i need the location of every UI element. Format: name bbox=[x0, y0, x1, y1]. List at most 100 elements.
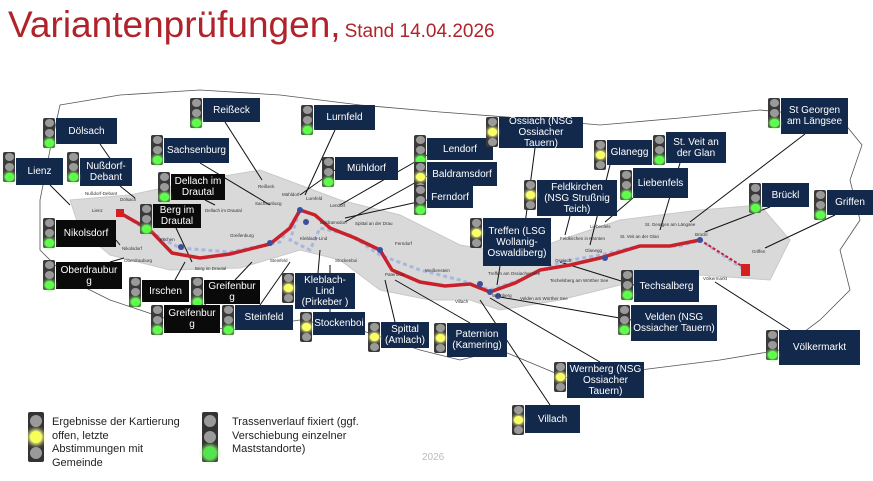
route-end-marker bbox=[741, 264, 750, 276]
route-node bbox=[377, 247, 383, 253]
map-place-label: Feldkirchen in Kärnten bbox=[560, 236, 606, 241]
station-label: Glanegg bbox=[607, 140, 652, 165]
station-label: Villach bbox=[525, 405, 580, 433]
route-node bbox=[495, 293, 501, 299]
green-traffic-light-icon bbox=[190, 98, 202, 128]
leader-line bbox=[604, 197, 634, 223]
map-place-label: Kleblach-Lind bbox=[300, 236, 328, 241]
route-end-segment bbox=[699, 239, 746, 269]
green-traffic-light-icon bbox=[43, 218, 55, 248]
map-place-label: Velden am Wörther See bbox=[520, 296, 568, 301]
green-traffic-light-icon bbox=[322, 157, 334, 187]
map-place-label: Mühldorf bbox=[282, 192, 300, 197]
map-place-label: Griffen bbox=[752, 249, 766, 254]
station-label: Irschen bbox=[142, 280, 189, 302]
map-place-label: Sachsenburg bbox=[255, 201, 282, 206]
station-label: Dölsach bbox=[56, 118, 117, 144]
route-node bbox=[178, 244, 184, 250]
yellow-traffic-light-icon bbox=[470, 218, 482, 248]
green-traffic-light-icon bbox=[653, 135, 665, 165]
station-label: Lienz bbox=[16, 158, 63, 185]
yellow-traffic-light-icon bbox=[282, 273, 294, 303]
station-label: Völkermarkt bbox=[779, 330, 860, 365]
map-place-label: Irschen bbox=[160, 237, 175, 242]
map-place-label: Baldramsdorf bbox=[320, 220, 348, 225]
station-label: Nikolsdorf bbox=[56, 220, 116, 247]
station-label: Liebenfels bbox=[633, 168, 688, 198]
map-place-label: Berg im Drautal bbox=[195, 266, 226, 271]
leader-line bbox=[115, 239, 121, 246]
station-label: Brückl bbox=[762, 183, 809, 207]
route-start-marker bbox=[116, 209, 124, 217]
map-place-label: Greifenburg bbox=[230, 233, 254, 238]
green-traffic-light-icon bbox=[151, 305, 163, 335]
map-place-label: Nußdorf-Debant bbox=[85, 191, 118, 196]
map-place-label: Villach bbox=[455, 299, 469, 304]
green-traffic-light-icon bbox=[621, 270, 633, 300]
leader-line bbox=[499, 296, 632, 321]
leader-line bbox=[339, 154, 428, 206]
map-place-label: Ossiach bbox=[555, 258, 572, 263]
leader-line bbox=[689, 133, 806, 223]
route-node bbox=[297, 207, 303, 213]
green-traffic-light-icon bbox=[3, 152, 15, 182]
map-place-label: Nikolsdorf bbox=[122, 246, 143, 251]
leader-line bbox=[344, 199, 428, 219]
route-node bbox=[697, 237, 703, 243]
legend-yellow-text: Ergebnisse der Kartierung offen, letzte … bbox=[52, 416, 180, 469]
legend-green-text: Trassenverlauf fixiert (ggf. Verschiebun… bbox=[232, 416, 359, 455]
station-label: Treffen (LSG Wollanig-Oswaldiberg) bbox=[483, 218, 551, 266]
station-label: Paternion (Kamering) bbox=[447, 323, 507, 357]
map-place-label: Stockenboi bbox=[335, 258, 357, 263]
leader-line bbox=[479, 299, 551, 406]
green-traffic-light-icon bbox=[766, 330, 778, 360]
map-place-label: Paternion bbox=[385, 272, 405, 277]
station-label: Greifenbur g bbox=[164, 305, 220, 333]
leader-line bbox=[174, 261, 186, 281]
leader-line bbox=[344, 175, 428, 223]
green-traffic-light-icon bbox=[222, 305, 234, 335]
leader-line bbox=[564, 215, 571, 236]
map-place-label: Ferndorf bbox=[395, 241, 413, 246]
stand-date: Stand 14.04.2026 bbox=[344, 21, 495, 42]
map-place-label: Oberdrauburg bbox=[124, 258, 153, 263]
green-traffic-light-icon bbox=[191, 277, 203, 307]
map-place-label: Dölsach bbox=[120, 197, 137, 202]
green-traffic-light-icon bbox=[43, 260, 55, 290]
map-place-label: Lendorf bbox=[330, 203, 346, 208]
yellow-traffic-light-icon bbox=[368, 322, 380, 352]
green-traffic-light-icon bbox=[301, 105, 313, 135]
leader-line bbox=[204, 199, 216, 206]
station-label: St. Veit an der Glan bbox=[666, 132, 726, 163]
map-place-label: St. Georgen am Längsee bbox=[645, 222, 696, 227]
leader-line bbox=[714, 281, 791, 331]
legend-yellow-traffic-light-icon bbox=[28, 412, 44, 462]
yellow-traffic-light-icon bbox=[554, 362, 566, 392]
station-label: Feldkirchen (NSG Strußnig Teich) bbox=[537, 180, 617, 216]
yellow-traffic-light-icon bbox=[300, 312, 312, 342]
route-node bbox=[602, 255, 608, 261]
station-label: Baldramsdorf bbox=[427, 162, 497, 186]
green-traffic-light-icon bbox=[768, 98, 780, 128]
route-node bbox=[303, 219, 309, 225]
yellow-traffic-light-icon bbox=[434, 323, 446, 353]
planned-route bbox=[119, 207, 701, 294]
green-traffic-light-icon bbox=[67, 152, 79, 182]
station-label: Techsalberg bbox=[634, 270, 699, 302]
map-place-label: Spittal an der Drau bbox=[355, 221, 393, 226]
green-traffic-light-icon bbox=[618, 305, 630, 335]
leader-line bbox=[304, 129, 336, 196]
green-traffic-light-icon bbox=[414, 185, 426, 215]
station-label: Griffen bbox=[827, 190, 873, 215]
map-place-label: Wernberg bbox=[492, 293, 512, 298]
yellow-traffic-light-icon bbox=[524, 180, 536, 210]
watermark-year: 2026 bbox=[422, 452, 445, 463]
station-label: Berg im Drautal bbox=[153, 204, 201, 228]
leader-line bbox=[199, 162, 271, 206]
route-node bbox=[267, 240, 273, 246]
map-place-label: Brückl bbox=[695, 232, 708, 237]
leader-line bbox=[764, 214, 836, 249]
map-place-label: Steinfeld bbox=[270, 258, 288, 263]
yellow-traffic-light-icon bbox=[512, 405, 524, 435]
green-traffic-light-icon bbox=[151, 135, 163, 165]
